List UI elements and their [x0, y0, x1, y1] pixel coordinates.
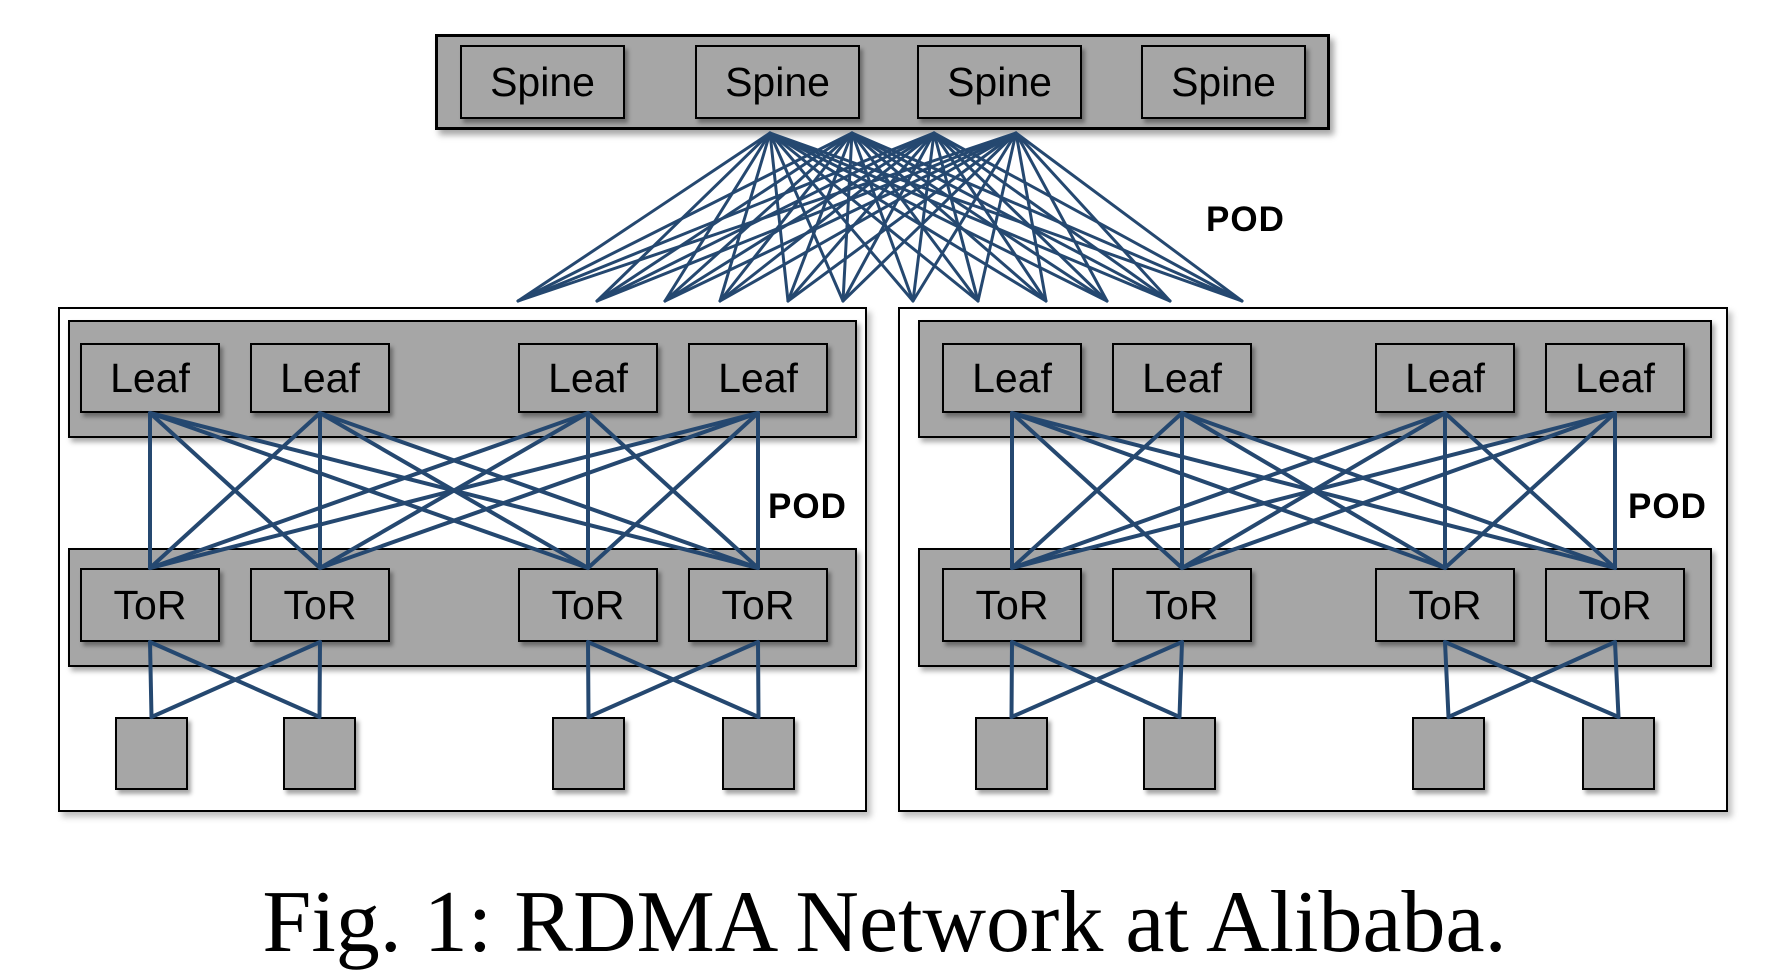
spine-pod-link: [911, 131, 1018, 303]
tor-node-label: ToR: [975, 581, 1049, 628]
tor-node-label: ToR: [721, 581, 795, 628]
leaf-node: Leaf: [1375, 343, 1515, 413]
tor-node: ToR: [518, 568, 658, 642]
spine-node-label: Spine: [725, 58, 830, 105]
spine-pod-link: [932, 131, 1244, 303]
spine-node-label: Spine: [947, 58, 1052, 105]
tor-node: ToR: [1545, 568, 1685, 642]
server-node: [1143, 717, 1216, 790]
spine-node-label: Spine: [1171, 58, 1276, 105]
leaf-node-label: Leaf: [1405, 354, 1485, 401]
spine-pod-link: [595, 131, 772, 303]
leaf-node-label: Leaf: [718, 354, 798, 401]
tor-node-label: ToR: [283, 581, 357, 628]
leaf-node: Leaf: [1545, 343, 1685, 413]
spine-pod-link: [768, 131, 845, 303]
server-node: [722, 717, 795, 790]
pod-label: POD: [1628, 487, 1707, 526]
spine-pod-link: [595, 131, 854, 303]
spine-pod-link: [718, 131, 772, 303]
leaf-node-label: Leaf: [110, 354, 190, 401]
spine-pod-link: [932, 131, 980, 303]
server-node: [115, 717, 188, 790]
spine-pod-link: [718, 131, 1018, 303]
spine-pod-link: [768, 131, 1048, 303]
spine-pod-link: [850, 131, 1244, 303]
leaf-node-label: Leaf: [548, 354, 628, 401]
spine-pod-link: [516, 131, 772, 303]
spine-node: Spine: [460, 45, 625, 119]
tor-node-label: ToR: [551, 581, 625, 628]
server-node: [1412, 717, 1485, 790]
leaf-node: Leaf: [518, 343, 658, 413]
spine-pod-link: [516, 131, 936, 303]
spine-pod-link: [911, 131, 936, 303]
leaf-node-label: Leaf: [1142, 354, 1222, 401]
spine-pod-link: [516, 131, 854, 303]
tor-node: ToR: [942, 568, 1082, 642]
spine-node: Spine: [695, 45, 860, 119]
spine-pod-link: [768, 131, 1244, 303]
leaf-node: Leaf: [250, 343, 390, 413]
spine-pod-link: [516, 131, 1018, 303]
spine-pod-link: [1014, 131, 1109, 303]
tor-node-label: ToR: [113, 581, 187, 628]
spine-node: Spine: [917, 45, 1082, 119]
tor-node-label: ToR: [1408, 581, 1482, 628]
spine-pod-link: [768, 131, 980, 303]
server-node: [283, 717, 356, 790]
spine-pod-link: [595, 131, 936, 303]
spine-pod-link: [663, 131, 772, 303]
spine-pod-link: [850, 131, 1172, 303]
spine-pod-link: [932, 131, 1048, 303]
spine-pod-link: [976, 131, 1018, 303]
server-node: [552, 717, 625, 790]
tor-node: ToR: [1112, 568, 1252, 642]
spine-pod-link: [1014, 131, 1048, 303]
spine-pod-link: [663, 131, 936, 303]
spine-pod-link: [768, 131, 1109, 303]
leaf-node-label: Leaf: [972, 354, 1052, 401]
server-node: [1582, 717, 1655, 790]
leaf-node-label: Leaf: [280, 354, 360, 401]
spine-node: Spine: [1141, 45, 1306, 119]
leaf-node: Leaf: [942, 343, 1082, 413]
spine-pod-link: [663, 131, 1018, 303]
spine-pod-link: [595, 131, 1018, 303]
leaf-node: Leaf: [80, 343, 220, 413]
tor-node: ToR: [688, 568, 828, 642]
tor-node-label: ToR: [1578, 581, 1652, 628]
spine-pod-link: [786, 131, 1018, 303]
spine-pod-link: [850, 131, 915, 303]
spine-pod-link: [850, 131, 980, 303]
spine-pod-link: [718, 131, 854, 303]
spine-pod-link: [850, 131, 1048, 303]
spine-pod-link: [768, 131, 1172, 303]
pod-label: POD: [768, 487, 847, 526]
spine-pod-link: [768, 131, 790, 303]
spine-pod-link: [841, 131, 1018, 303]
spine-pod-link: [786, 131, 936, 303]
pod-fan-label: POD: [1206, 200, 1285, 239]
spine-pod-link: [850, 131, 1109, 303]
spine-pod-link: [786, 131, 854, 303]
leaf-node-label: Leaf: [1575, 354, 1655, 401]
server-node: [975, 717, 1048, 790]
leaf-node: Leaf: [688, 343, 828, 413]
spine-node-label: Spine: [490, 58, 595, 105]
tor-node: ToR: [250, 568, 390, 642]
figure-caption: Fig. 1: RDMA Network at Alibaba.: [262, 874, 1507, 971]
tor-node-label: ToR: [1145, 581, 1219, 628]
spine-pod-link: [841, 131, 936, 303]
spine-pod-link: [932, 131, 1109, 303]
tor-node: ToR: [1375, 568, 1515, 642]
spine-pod-link: [841, 131, 854, 303]
spine-pod-link: [932, 131, 1172, 303]
spine-pod-link: [1014, 131, 1172, 303]
spine-pod-link: [768, 131, 915, 303]
leaf-node: Leaf: [1112, 343, 1252, 413]
spine-pod-link: [718, 131, 936, 303]
tor-node: ToR: [80, 568, 220, 642]
spine-pod-link: [663, 131, 854, 303]
